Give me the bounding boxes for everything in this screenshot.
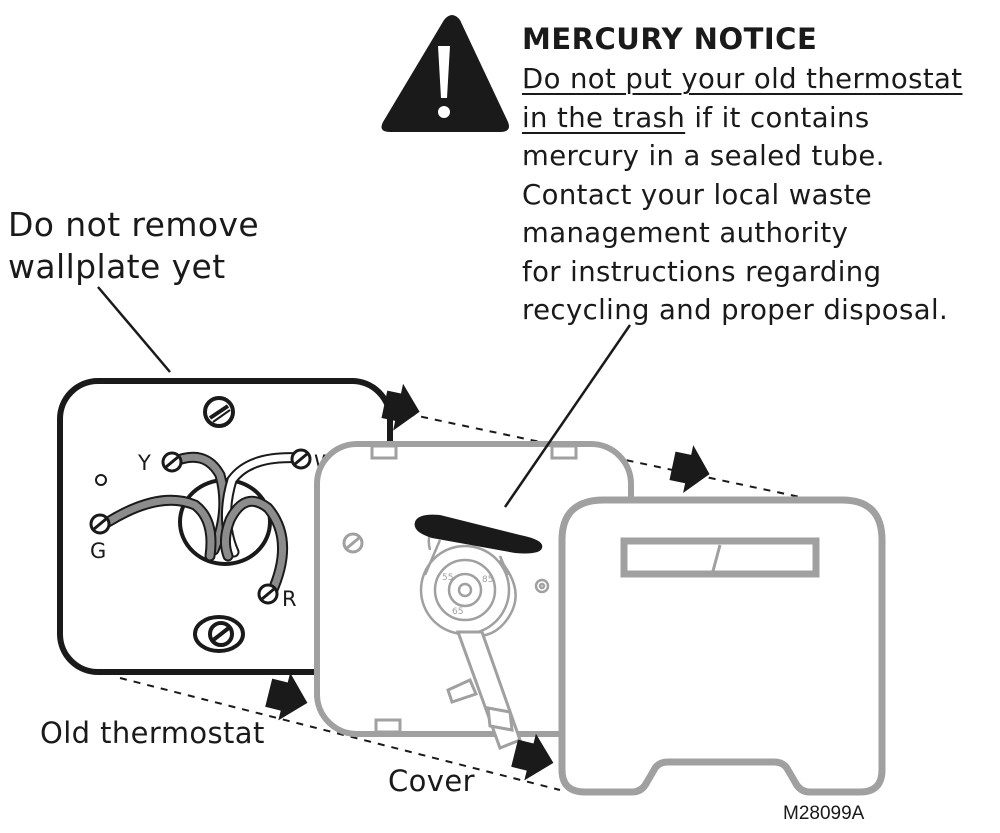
wallplate-label-line-1: Do not remove: [8, 205, 260, 244]
notice-line-4: Contact your local waste: [522, 178, 873, 211]
notice-line-6: for instructions regarding: [522, 255, 882, 288]
screw: [257, 583, 279, 605]
mercury-leader-line: [503, 324, 632, 508]
notice-body: Do not put your old thermostat in the tr…: [522, 60, 962, 330]
wallplate-label-line-2: wallplate yet: [8, 247, 226, 286]
arrow-right-icon: [669, 445, 710, 494]
svg-text:65: 65: [452, 607, 463, 617]
notice-line-7: recycling and proper disposal.: [522, 294, 949, 326]
notice-line-2-underlined: in the trash: [522, 101, 686, 134]
terminal-label-g: G: [90, 539, 106, 563]
terminal-label-r: R: [282, 587, 297, 611]
mercury-tube: [414, 514, 543, 576]
screw: [290, 448, 312, 470]
screw: [161, 451, 183, 473]
arrow-right-icon: [381, 383, 420, 431]
wallplate-leader-line: [97, 286, 171, 373]
wallplate-label: Do not remove wallplate yet: [8, 204, 259, 288]
old-thermostat-label: Old thermostat: [40, 716, 265, 750]
notice-line-2-rest: if it contains: [685, 101, 870, 134]
arrow-right-icon: [265, 672, 308, 721]
cover-label: Cover: [388, 764, 475, 798]
figure-code: M28099A: [783, 803, 865, 824]
warning-triangle-icon: [381, 15, 509, 132]
notice-line-3: mercury in a sealed tube.: [522, 140, 885, 172]
terminal-label-y: Y: [137, 451, 151, 475]
notice-line-1: Do not put your old thermostat: [522, 63, 963, 95]
screw: [89, 513, 111, 535]
notice-line-5: management authority: [522, 217, 849, 249]
old-thermostat-wallplate: Y W G R: [57, 378, 393, 675]
svg-text:85: 85: [482, 575, 493, 585]
svg-text:55: 55: [442, 573, 453, 583]
screw: [203, 396, 235, 428]
thermostat-cover: [558, 496, 886, 796]
screw: [193, 615, 245, 653]
arrow-right-icon: [511, 733, 554, 781]
notice-title: MERCURY NOTICE: [522, 22, 818, 56]
